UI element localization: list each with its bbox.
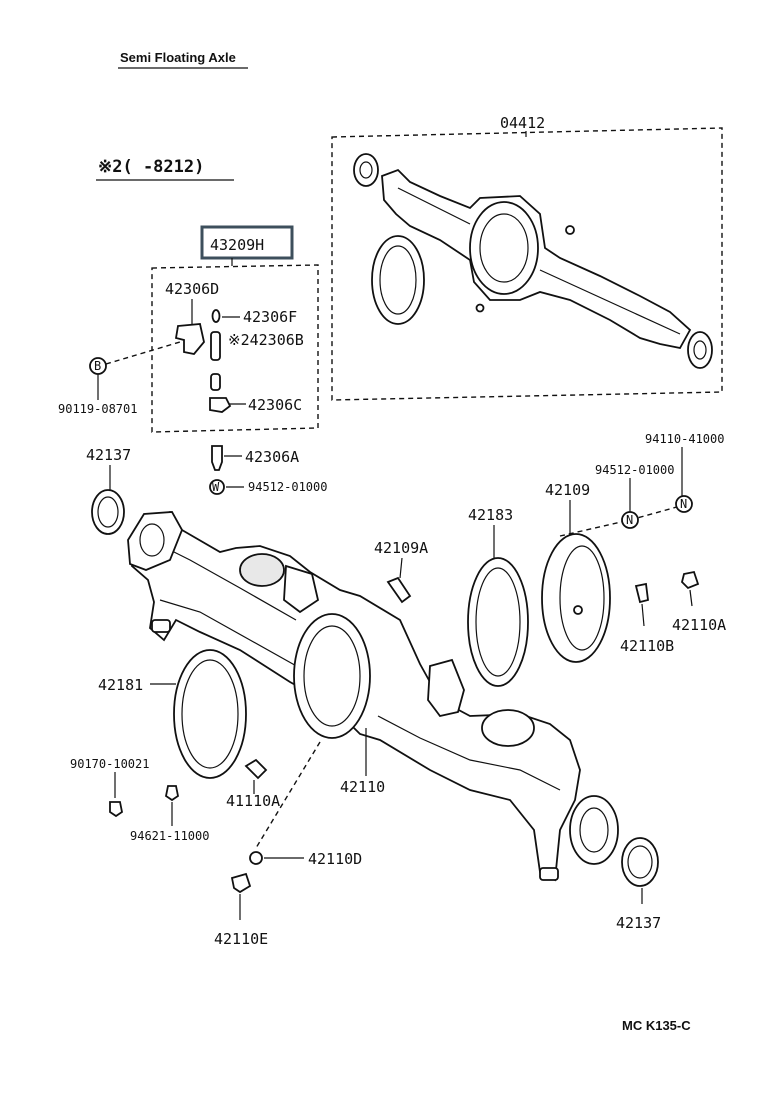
label-90119-08701: 90119-08701 xyxy=(58,402,137,416)
label-42109A: 42109A xyxy=(374,539,428,557)
washer-94512-01000-a: W xyxy=(209,479,225,495)
washer-42110D xyxy=(249,851,263,865)
label-42306F: 42306F xyxy=(243,308,297,326)
label-42137-bottom: 42137 xyxy=(616,914,661,932)
plug-small xyxy=(565,225,575,235)
nut-90170-10021 xyxy=(109,801,124,818)
label-94110-41000: 94110-41000 xyxy=(645,432,724,446)
flange-left-main xyxy=(127,511,183,571)
plug-42110A xyxy=(681,570,700,590)
carrier-ring-main xyxy=(293,613,371,739)
label-94512-01000-a: 94512-01000 xyxy=(248,480,327,494)
marker-n1: N xyxy=(680,497,687,511)
label-42306B: ※242306B xyxy=(228,331,304,349)
bolt-42306A xyxy=(211,445,223,471)
highlight-box-43209H[interactable] xyxy=(200,225,294,260)
marker-w: W xyxy=(212,480,220,494)
stud-42109A xyxy=(386,576,412,604)
label-42183: 42183 xyxy=(468,506,513,524)
bracket-42306D xyxy=(174,323,205,355)
label-42306D: 42306D xyxy=(165,280,219,298)
label-42110: 42110 xyxy=(340,778,385,796)
gasket-42181 xyxy=(173,649,247,779)
leader-42109-bolt xyxy=(629,504,685,521)
marker-n2: N xyxy=(626,513,633,527)
nut-94110-41000: N xyxy=(675,495,693,513)
seal-42137-top xyxy=(91,489,125,535)
washer-94512-01000-b: N xyxy=(621,511,639,529)
rod-42306B xyxy=(210,331,221,391)
leader-42110A xyxy=(689,589,693,607)
label-42110A: 42110A xyxy=(672,616,726,634)
label-90170-10021: 90170-10021 xyxy=(70,757,149,771)
clip-42306C xyxy=(209,397,232,413)
cover-42109 xyxy=(541,533,611,663)
axle-shaft-stub-left xyxy=(151,619,171,633)
leader-42110D-dash xyxy=(255,741,321,849)
leader-90119-08701 xyxy=(105,341,181,365)
bolt-small xyxy=(475,303,485,313)
flange-right-main xyxy=(569,795,619,865)
label-42109: 42109 xyxy=(545,481,590,499)
pin-42306F xyxy=(211,309,221,323)
washer-94621-11000 xyxy=(164,785,180,802)
axle-housing-small xyxy=(381,168,692,350)
label-42137-top: 42137 xyxy=(86,446,131,464)
label-42306C: 42306C xyxy=(248,396,302,414)
label-94512-01000-b: 94512-01000 xyxy=(595,463,674,477)
note-code: ※2( -8212) xyxy=(98,157,204,177)
bolt-42110E xyxy=(230,872,252,894)
label-42181: 42181 xyxy=(98,676,143,694)
label-41110A: 41110A xyxy=(226,792,280,810)
footer-code: MC K135-C xyxy=(622,1018,691,1033)
marker-b: B xyxy=(94,359,101,373)
label-42110D: 42110D xyxy=(308,850,362,868)
axle-shaft-stub-right xyxy=(539,867,559,881)
gasket-ring-small xyxy=(371,235,425,325)
label-43209H[interactable]: 43209H xyxy=(210,236,264,254)
gasket-42183 xyxy=(467,557,529,687)
plug-42110B xyxy=(634,582,649,604)
leader-42109A xyxy=(399,557,403,579)
bolt-90119-08701: B xyxy=(89,357,107,375)
label-42110E: 42110E xyxy=(214,930,268,948)
group-box-43209H xyxy=(151,264,319,433)
flange-right-small xyxy=(687,331,713,369)
flange-left-small xyxy=(353,153,379,187)
stud-41110A xyxy=(244,758,268,780)
leader-42109-nut xyxy=(559,519,631,537)
seal-42137-bottom xyxy=(621,837,659,887)
diagram-title: Semi Floating Axle xyxy=(120,50,236,65)
label-04412: 04412 xyxy=(500,114,545,132)
label-42110B: 42110B xyxy=(620,637,674,655)
leader-42110B xyxy=(641,603,645,627)
label-94621-11000: 94621-11000 xyxy=(130,829,209,843)
label-42306A: 42306A xyxy=(245,448,299,466)
